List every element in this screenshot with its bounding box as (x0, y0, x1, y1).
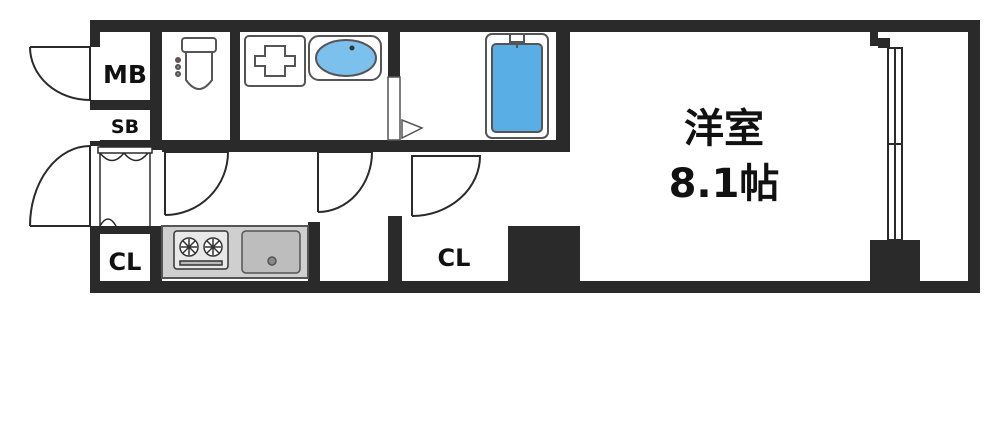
closet-doors (97, 146, 153, 227)
entrance-door-icon (29, 46, 91, 102)
entry-closet-label: CL (109, 248, 142, 276)
door-swing-icon (29, 144, 482, 227)
hall-closet-label: CL (438, 244, 471, 272)
washer-pan-icon (244, 35, 306, 87)
toilet-icon (175, 37, 217, 90)
kitchen-sink-icon (241, 230, 301, 274)
washroom-partition (387, 76, 424, 141)
wash-basin-icon (308, 35, 382, 81)
kitchen-counter (161, 225, 309, 279)
interior-walls (100, 32, 920, 293)
gas-stove-icon (173, 230, 229, 270)
meter-box-label: MB (103, 60, 147, 89)
main-room-name: 洋室 (684, 106, 764, 152)
main-room-size: 8.1帖 (669, 161, 780, 207)
sliding-window-icon (887, 47, 903, 241)
shoe-box-label: SB (111, 116, 139, 138)
bathtub-icon (485, 33, 549, 139)
